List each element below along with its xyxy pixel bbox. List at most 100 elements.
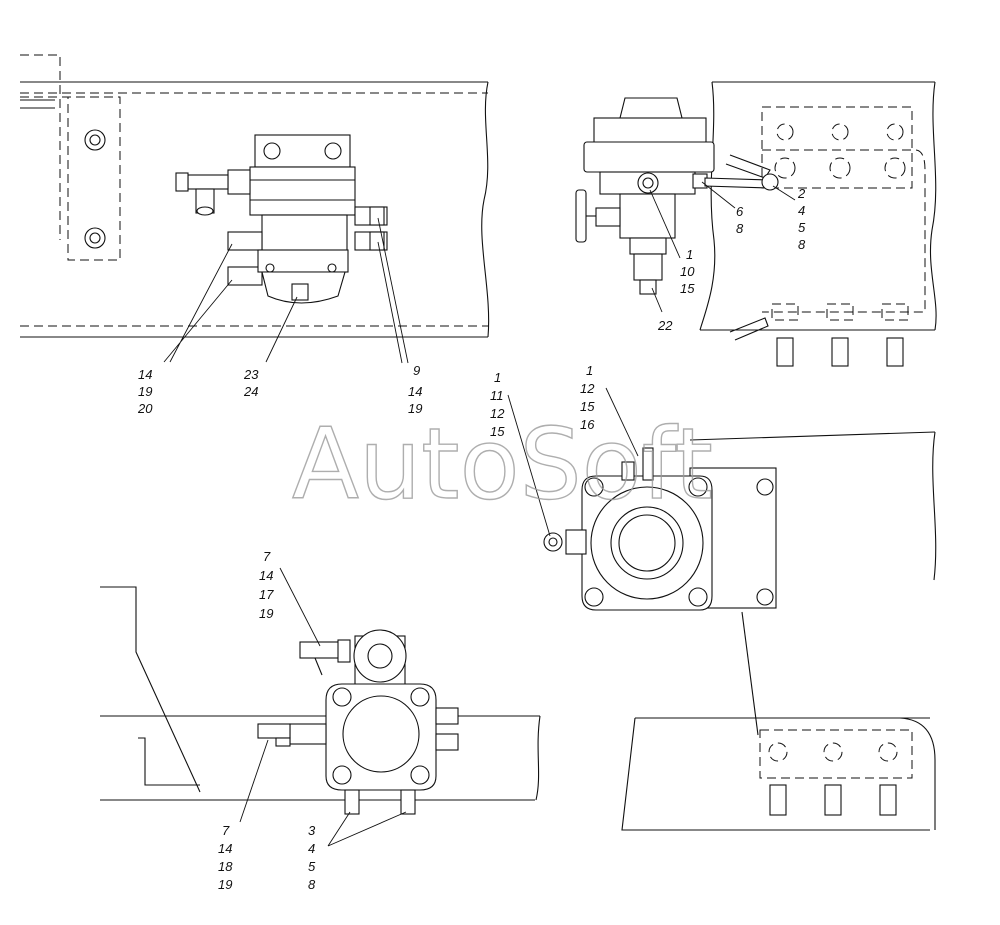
- leader-line: [772, 185, 796, 201]
- callout-number: 4: [798, 203, 805, 218]
- bolt-nut: [769, 784, 787, 816]
- port-plug: [642, 177, 654, 189]
- flange-bolt: [584, 587, 604, 607]
- top-nut: [621, 461, 635, 481]
- leader-line: [507, 394, 551, 537]
- callout-group: 14 19 20: [137, 367, 153, 416]
- frame-rail-break: [481, 81, 490, 338]
- valve-upper-housing: [593, 117, 707, 147]
- callout-group: 22: [657, 318, 673, 333]
- bracket-edge: [138, 737, 200, 786]
- leader-line: [649, 189, 681, 259]
- port-plug: [637, 172, 659, 194]
- callout-number: 8: [308, 877, 316, 892]
- callout-group: 7 14 17 19: [259, 549, 274, 621]
- side-fitting: [595, 207, 621, 227]
- callout-group: 1 12 15 16: [580, 363, 595, 432]
- callout-number: 24: [243, 384, 258, 399]
- frame-rail-outline: [689, 431, 936, 441]
- flange-bolt: [688, 587, 708, 607]
- bolt-head: [263, 142, 281, 160]
- frame-rail-break: [929, 81, 937, 331]
- valve-bore: [610, 506, 684, 580]
- valve-outlet: [633, 253, 663, 281]
- valve-housing: [249, 166, 356, 216]
- bolt-nut: [879, 784, 897, 816]
- side-pipe-cap: [275, 737, 291, 747]
- frame-rail-outline: [700, 81, 935, 331]
- mounting-strap: [725, 154, 771, 179]
- callout-number: 7: [222, 823, 230, 838]
- frame-rail-outline: [621, 717, 930, 831]
- bracket-edge: [20, 99, 55, 109]
- upper-valve-ring: [353, 629, 407, 683]
- bolt-hidden: [823, 742, 843, 762]
- callout-number: 14: [218, 841, 232, 856]
- leader-line: [327, 811, 407, 847]
- callout-number: 14: [408, 384, 422, 399]
- port-fitting: [543, 532, 563, 552]
- pipe-cap: [175, 172, 189, 192]
- housing-seam: [250, 179, 355, 201]
- upper-valve-port: [367, 643, 393, 669]
- bracket-hidden: [759, 729, 913, 779]
- bolt-head: [89, 134, 101, 146]
- callout-group: 1 10 15: [680, 247, 695, 296]
- frame-rail-break: [932, 431, 937, 581]
- bolt-head: [84, 227, 106, 249]
- callout-number: 15: [580, 399, 595, 414]
- leader-line: [701, 181, 736, 209]
- callout-group: 7 14 18 19: [218, 823, 233, 892]
- leader-line: [377, 217, 409, 364]
- callout-number: 18: [218, 859, 233, 874]
- callout-number: 12: [580, 381, 595, 396]
- callout-group: 3 4 5 8: [308, 823, 316, 892]
- bracket-bolt: [756, 588, 774, 606]
- watermark: AutoSoft: [292, 408, 713, 522]
- callout-number: 19: [408, 401, 422, 416]
- bracket-bolt: [756, 478, 774, 496]
- bottom-bolt: [344, 789, 360, 815]
- callout-number: 8: [736, 221, 744, 236]
- callout-number: 16: [580, 417, 595, 432]
- frame-rail-hidden: [20, 92, 488, 327]
- bracket-hidden: [20, 54, 121, 261]
- callout-number: 7: [263, 549, 271, 564]
- bolt-hidden: [881, 303, 909, 321]
- callout-group: 1 11 12 15: [490, 370, 505, 439]
- leader-line: [163, 243, 233, 363]
- flange-bolt: [584, 477, 604, 497]
- bolt-hidden: [768, 742, 788, 762]
- frame-rail-outline: [20, 81, 488, 338]
- callout-number: 12: [490, 406, 505, 421]
- outlet-tip: [639, 279, 657, 295]
- upper-pipe-nut: [337, 639, 351, 663]
- frame-rail-break: [535, 715, 541, 801]
- upper-pipe-elbow: [314, 657, 323, 676]
- callout-number: 20: [137, 401, 153, 416]
- callout-number: 2: [797, 186, 806, 201]
- callout-number: 17: [259, 587, 274, 602]
- top-fitting: [642, 447, 654, 481]
- upper-pipe: [299, 641, 341, 659]
- bolt-hidden: [771, 303, 799, 321]
- callout-number: 10: [680, 264, 695, 279]
- bolt-head: [89, 232, 101, 244]
- callout-group: 6 8: [736, 204, 744, 236]
- callout-number: 19: [218, 877, 232, 892]
- flange-bolt: [410, 687, 430, 707]
- bolt-hidden: [884, 157, 906, 179]
- side-port: [565, 529, 587, 555]
- bolt-nut: [886, 337, 904, 367]
- callout-number: 15: [490, 424, 505, 439]
- valve-flange: [257, 249, 349, 273]
- bolt-hidden: [776, 123, 794, 141]
- valve-bore-inner: [618, 514, 676, 572]
- bottom-left-view: [100, 567, 541, 847]
- frame-rail-break: [699, 81, 716, 331]
- valve-flange: [583, 141, 715, 173]
- callout-number: 8: [798, 237, 806, 252]
- arm-bolt: [761, 173, 779, 191]
- bolt-hidden: [886, 123, 904, 141]
